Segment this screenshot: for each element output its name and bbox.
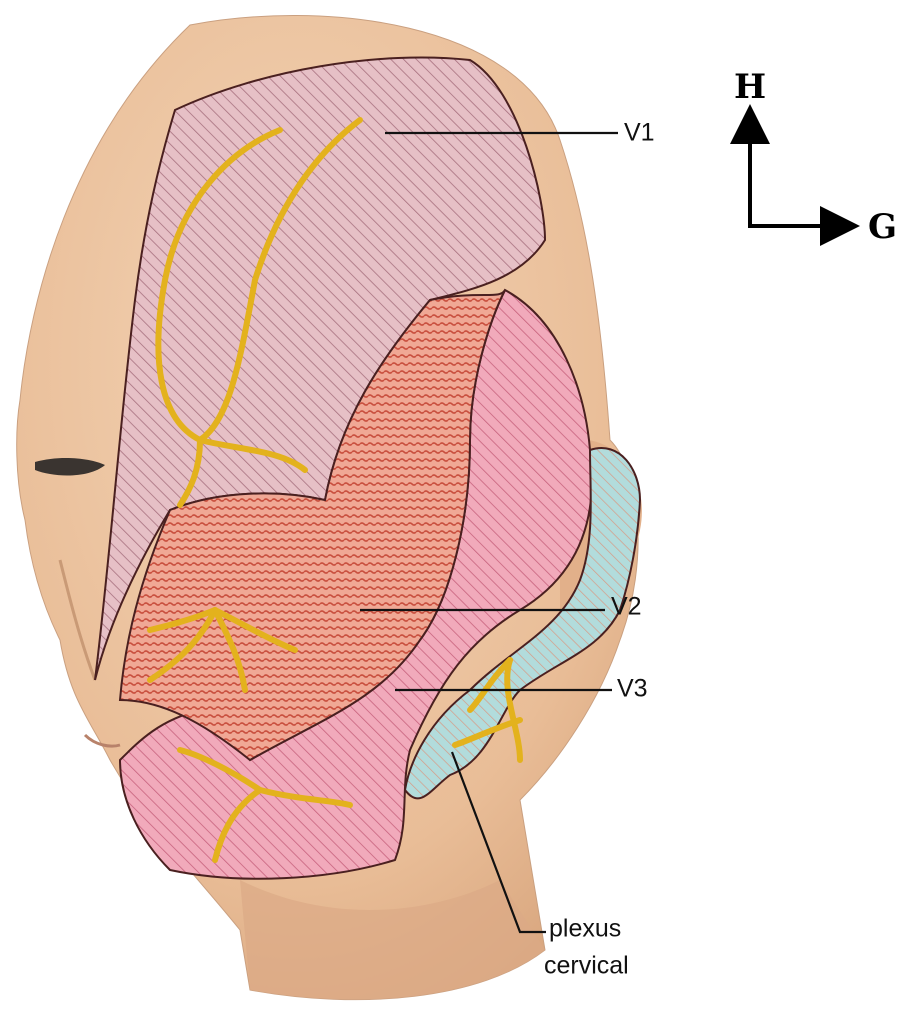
- label-plexus-line1: plexus: [549, 915, 621, 943]
- axis-label-right: G: [868, 207, 897, 247]
- orientation-axes: H G: [734, 67, 897, 247]
- axis-label-up: H: [734, 67, 766, 107]
- label-plexus-line2: cervical: [544, 952, 629, 980]
- label-v2: V2: [611, 593, 642, 621]
- label-v3: V3: [617, 675, 648, 703]
- label-v1: V1: [624, 119, 655, 147]
